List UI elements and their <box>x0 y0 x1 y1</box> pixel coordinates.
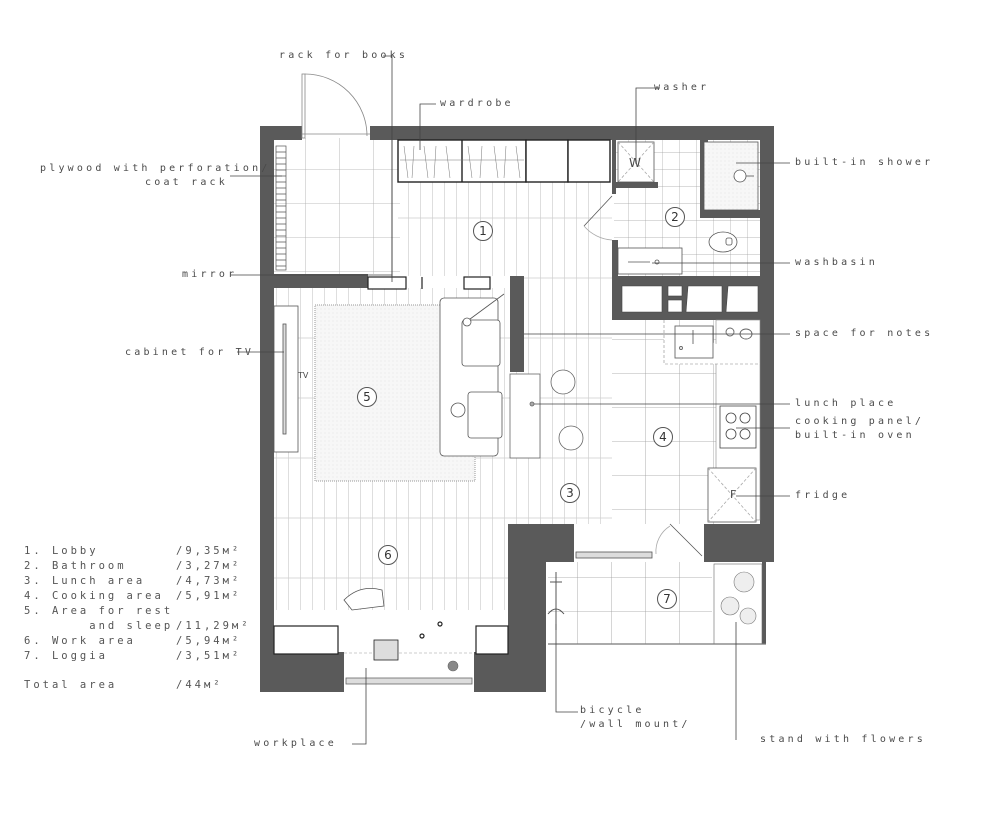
wardrobe <box>397 139 611 183</box>
legend-room-name: and sleep <box>24 620 174 632</box>
label-washbasin: washbasin <box>795 257 878 268</box>
legend-room-name: 2. Bathroom <box>24 560 127 572</box>
floor-loggia <box>548 562 712 644</box>
cooking-panel <box>719 405 757 449</box>
fridge <box>707 467 757 523</box>
legend-room-area: /3,51м² <box>176 650 242 662</box>
room-number-7: 7 <box>657 589 677 609</box>
legend-room-name: 6. Work area <box>24 635 136 647</box>
legend-total-label: Total area <box>24 679 118 691</box>
legend-room-area: /5,91м² <box>176 590 242 602</box>
label-wardrobe: wardrobe <box>440 98 514 109</box>
legend-room-name: 7. Loggia <box>24 650 108 662</box>
label-plywood: plywood with perforation/ coat rack <box>40 162 271 190</box>
label-plywood-line2: coat rack <box>145 177 228 188</box>
floor-lobby <box>272 138 612 276</box>
toilet <box>708 231 738 253</box>
bathroom-door[interactable] <box>583 195 613 241</box>
room-number-1: 1 <box>473 221 493 241</box>
label-bicycle-line2: /wall mount/ <box>580 719 691 730</box>
label-bicycle-line1: bicycle <box>580 705 645 716</box>
label-space-for-notes: space for notes <box>795 328 934 339</box>
bicycle <box>547 572 565 630</box>
label-washer: washer <box>654 82 710 93</box>
washbasin <box>617 247 683 275</box>
room-number-5: 5 <box>357 387 377 407</box>
flower-pot <box>447 660 459 672</box>
label-fridge: fridge <box>795 490 851 501</box>
loggia-door[interactable] <box>575 523 703 559</box>
room-number-3: 3 <box>560 483 580 503</box>
legend-room-name: 4. Cooking area <box>24 590 164 602</box>
label-cooking-line1: cooking panel/ <box>795 416 925 427</box>
tv-cabinet <box>273 305 299 453</box>
label-stand-with-flowers: stand with flowers <box>760 734 926 745</box>
label-plywood-line1: plywood with perforation/ <box>40 163 271 174</box>
built-in-shower <box>703 141 759 211</box>
entrance-door[interactable] <box>301 73 370 139</box>
room-number-6: 6 <box>378 545 398 565</box>
label-cooking-line2: built-in oven <box>795 430 915 441</box>
window-workplace <box>345 677 473 685</box>
work-chair <box>343 587 385 611</box>
legend-room-area: /11,29м² <box>176 620 251 632</box>
mirror-shelf <box>367 276 491 290</box>
legend-total-value: /44м² <box>176 679 223 691</box>
tv-letter: TV <box>298 371 309 380</box>
room-number-2: 2 <box>665 207 685 227</box>
stand-with-flowers <box>713 563 763 645</box>
shelf-niches <box>621 285 759 313</box>
legend-room-name: 1. Lobby <box>24 545 99 557</box>
workplace-desk <box>273 621 509 661</box>
label-cabinet-for-tv: cabinet for TV <box>125 347 255 358</box>
callout-leaders <box>230 55 790 745</box>
legend-room-name: 3. Lunch area <box>24 575 146 587</box>
washer-letter: W <box>629 156 641 170</box>
sofa <box>439 293 505 457</box>
fridge-letter: F <box>730 488 737 501</box>
label-workplace: workplace <box>254 738 337 749</box>
label-rack-for-books: rack for books <box>279 50 409 61</box>
label-cooking-panel: cooking panel/ built-in oven <box>795 415 924 443</box>
legend-room-name: 5. Area for rest <box>24 605 174 617</box>
legend-room-area: /5,94м² <box>176 635 242 647</box>
label-bicycle: bicycle /wall mount/ <box>580 704 691 732</box>
label-lunch-place: lunch place <box>795 398 897 409</box>
legend-room-area: /9,35м² <box>176 545 242 557</box>
dining-table <box>509 369 584 459</box>
legend-room-area: /4,73м² <box>176 575 242 587</box>
legend-room-area: /3,27м² <box>176 560 242 572</box>
label-mirror: mirror <box>182 269 238 280</box>
label-built-in-shower: built-in shower <box>795 157 934 168</box>
room-number-4: 4 <box>653 427 673 447</box>
